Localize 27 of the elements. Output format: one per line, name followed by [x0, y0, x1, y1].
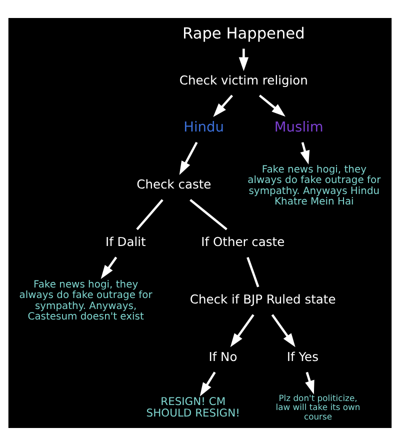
connector — [246, 256, 260, 287]
arrow — [200, 371, 216, 396]
node-text: Muslim — [274, 119, 324, 136]
node-text: Check if BJP Ruled state — [190, 292, 336, 306]
node-text: Fake news hogi, they always do fake outrage for sympathy. Anyways, Castesum doesn't exist — [19, 278, 152, 322]
connector — [190, 198, 228, 230]
arrow — [100, 256, 118, 278]
connector — [136, 198, 164, 230]
node-text: Hindu — [184, 119, 224, 136]
node-text: Check victim religion — [179, 73, 308, 88]
arrow — [230, 314, 254, 347]
node-text: If No — [208, 350, 238, 364]
node-text: Plz don't politicize, law will take its own course — [276, 392, 360, 421]
arrow — [271, 314, 296, 347]
arrow — [300, 142, 310, 164]
arrow — [179, 141, 198, 174]
node-text: Fake news hogi, they always do fake outrage for sympathy. Anyways Hindu Khatre Mein Hai — [248, 164, 381, 208]
node-text: If Yes — [286, 350, 318, 364]
node-text: If Other caste — [201, 234, 285, 249]
node-text: If Dalit — [105, 234, 146, 249]
arrow — [258, 94, 286, 116]
arrow — [305, 371, 314, 394]
node-text: Check caste — [136, 177, 212, 192]
arrow — [238, 48, 249, 71]
node-text: Rape Happened — [182, 24, 305, 42]
arrow — [213, 94, 234, 116]
node-text: RESIGN! CM SHOULD RESIGN! — [146, 394, 240, 420]
